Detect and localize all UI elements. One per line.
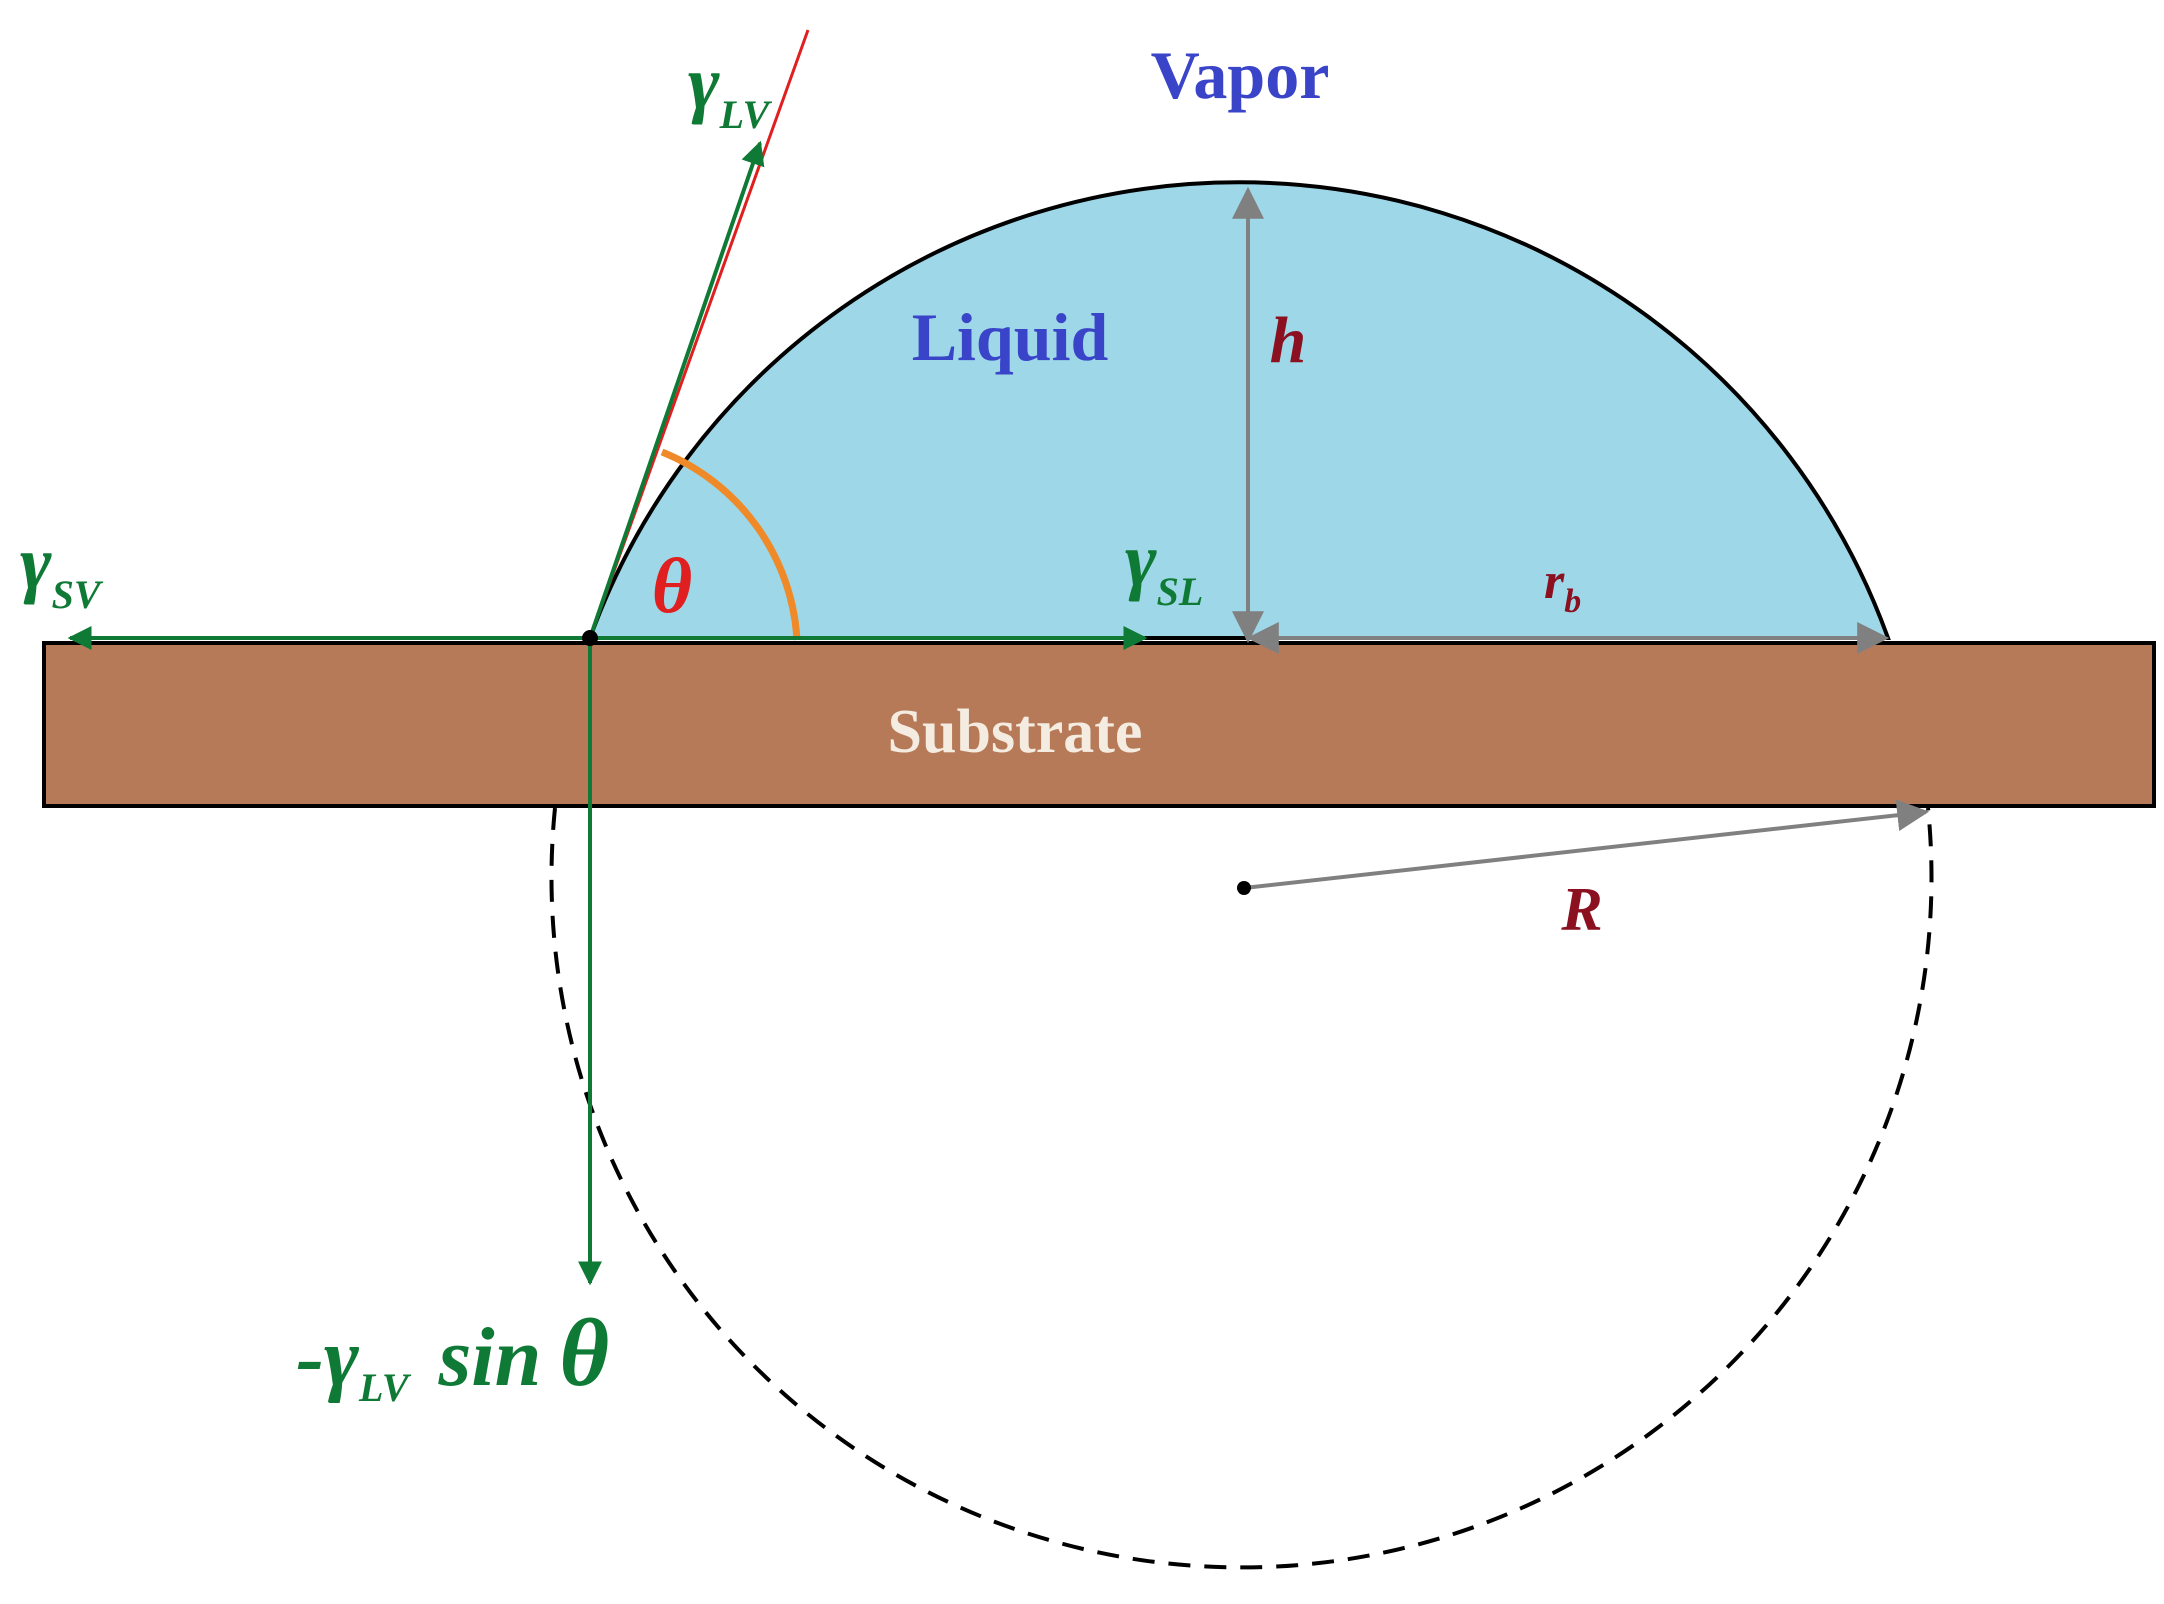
gamma-sv-label: γSV	[20, 521, 104, 617]
liquid-label: Liquid	[912, 299, 1109, 375]
sphere-dashed-circle	[549, 807, 1934, 1570]
contact-angle-arc	[660, 448, 801, 641]
gamma-lv-label: γLV	[688, 41, 773, 137]
base-radius-main: r	[1544, 553, 1565, 610]
base-radius-label: rb	[1544, 553, 1581, 620]
base-radius-subscript: b	[1564, 583, 1581, 620]
gamma-symbol: γ	[324, 1311, 359, 1404]
contact-angle-label: θ	[652, 542, 693, 629]
sphere-radius-arrow	[1243, 799, 1930, 890]
contact-point	[582, 630, 598, 646]
vapor-label: Vapor	[1151, 37, 1330, 113]
gamma-lv-subscript: LV	[719, 92, 773, 137]
gamma-sl-subscript: SL	[1157, 569, 1204, 614]
theta-symbol: θ	[559, 1299, 609, 1406]
sphere-center-point	[1237, 881, 1251, 895]
gamma-sv-subscript: SV	[52, 572, 104, 617]
sphere-radius-label: R	[1560, 876, 1602, 944]
lv-subscript: LV	[358, 1365, 412, 1410]
gamma-lv-arrow	[588, 140, 765, 639]
gamma-sl-label: γSL	[1125, 518, 1203, 614]
height-label: h	[1270, 304, 1307, 377]
gamma-sv-symbol: γ	[20, 521, 52, 605]
substrate-label: Substrate	[888, 698, 1143, 766]
minus-sign: -	[296, 1311, 324, 1404]
sin-text: sin	[438, 1311, 542, 1404]
substrate-block	[42, 641, 2156, 808]
gamma-sl-symbol: γ	[1125, 518, 1157, 602]
gamma-lv-symbol: γ	[688, 41, 720, 125]
